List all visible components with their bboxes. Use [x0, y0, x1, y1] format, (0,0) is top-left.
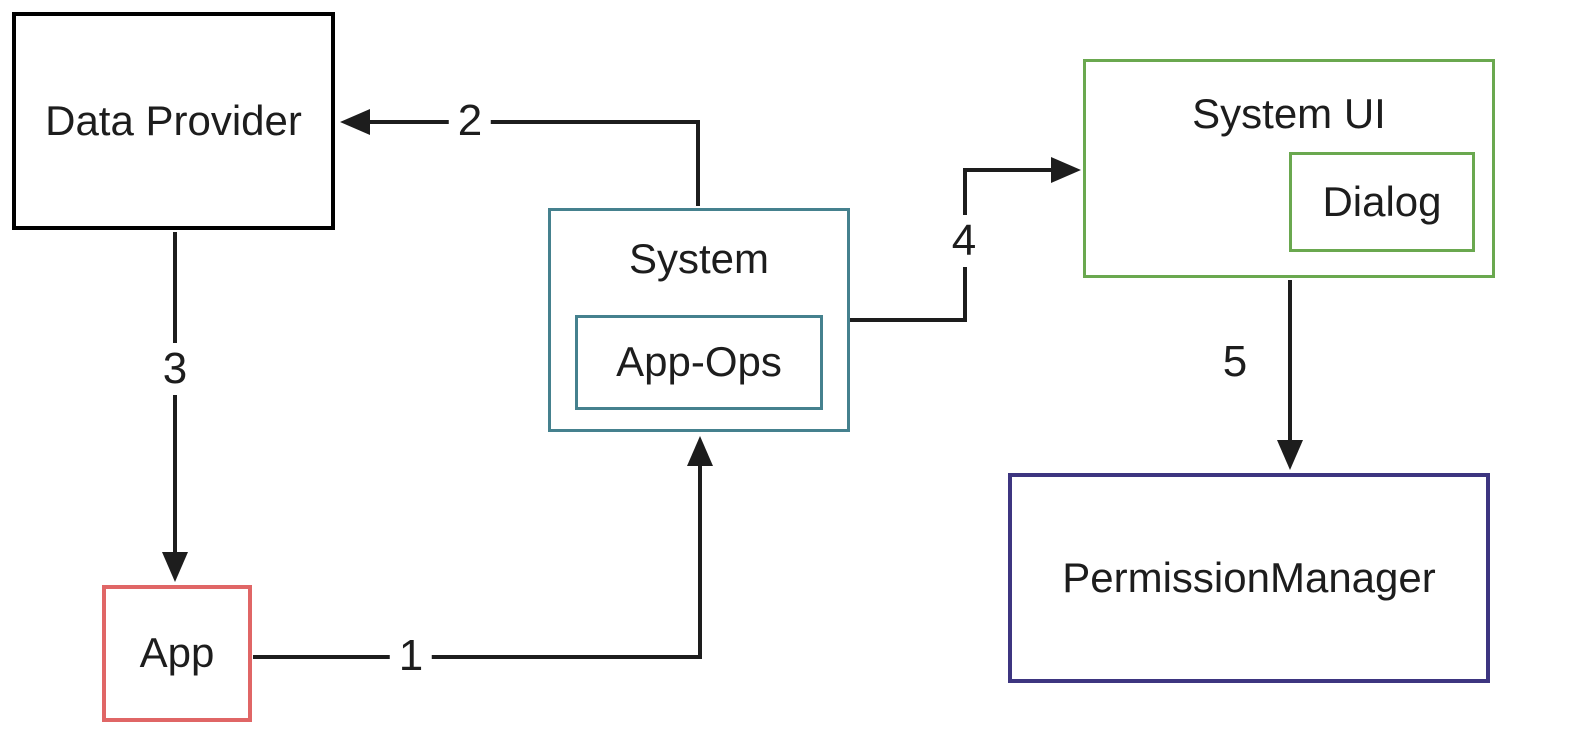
- node-permission-manager: PermissionManager: [1008, 473, 1490, 683]
- edge-1-label: 1: [389, 630, 433, 682]
- node-data-provider: Data Provider: [12, 12, 335, 230]
- edge-3-label: 3: [153, 343, 197, 395]
- node-system-ui-label: System UI: [1192, 90, 1386, 137]
- edge-2-line: [370, 120, 700, 206]
- node-permission-manager-label: PermissionManager: [1062, 553, 1436, 601]
- edge-1-line: [253, 466, 702, 659]
- edge-2-label: 2: [448, 95, 492, 147]
- edge-1-arrowhead: [687, 436, 713, 466]
- node-app-ops-label: App-Ops: [616, 338, 782, 386]
- node-app-ops: App-Ops: [575, 315, 823, 410]
- node-data-provider-label: Data Provider: [45, 96, 302, 144]
- edge-2-arrowhead: [340, 109, 370, 135]
- node-app-label: App: [139, 629, 215, 677]
- edge-3-arrowhead: [162, 552, 188, 582]
- node-dialog: Dialog: [1289, 152, 1475, 252]
- node-system: System App-Ops: [548, 208, 850, 432]
- edge-4-arrowhead: [1051, 157, 1081, 183]
- node-system-ui: System UI Dialog: [1083, 59, 1495, 278]
- node-system-label: System: [628, 235, 770, 282]
- node-dialog-label: Dialog: [1322, 177, 1442, 225]
- node-app: App: [102, 585, 252, 722]
- edge-5-label: 5: [1218, 336, 1252, 388]
- edge-4-label: 4: [942, 215, 986, 267]
- edge-5-arrowhead: [1277, 440, 1303, 470]
